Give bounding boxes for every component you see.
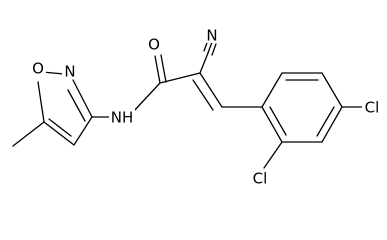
bond-c4-c5-ring-inner bbox=[48, 118, 72, 137]
bond-carbonyl-o bbox=[154, 55, 161, 84]
bond-calpha-cbeta bbox=[199, 72, 223, 108]
bond-c6-c1-inner bbox=[269, 106, 287, 136]
bond-c1-c2 bbox=[261, 72, 283, 108]
bond-c4-c5-ring bbox=[43, 121, 75, 146]
svg-text:O: O bbox=[148, 36, 160, 54]
bond-carbonyl-calpha bbox=[159, 72, 201, 84]
svg-text:NH: NH bbox=[111, 109, 134, 127]
molecule-structure: N O O N NH Cl Cl bbox=[12, 26, 382, 188]
bond-c3-c4-ring bbox=[73, 116, 93, 146]
svg-text:Cl: Cl bbox=[253, 170, 268, 188]
molecule-canvas: N O O N NH Cl Cl bbox=[12, 26, 382, 188]
bond-c5-methyl bbox=[12, 121, 45, 147]
bond-nh-carbonyl-c bbox=[132, 82, 161, 113]
bond-nitrile-triple-c bbox=[211, 43, 217, 56]
bond-c4-c5 bbox=[321, 106, 343, 143]
svg-text:Cl: Cl bbox=[365, 99, 380, 117]
atom-carbonyl-o: O bbox=[146, 36, 162, 54]
atom-cl-ortho: Cl bbox=[250, 170, 270, 188]
bond-n-c3-ring bbox=[72, 79, 93, 118]
atom-ring-o: O bbox=[30, 60, 46, 78]
atom-amide-nh: NH bbox=[109, 109, 135, 127]
bond-calpha-cbeta-double bbox=[192, 79, 214, 111]
svg-text:N: N bbox=[64, 63, 75, 81]
bond-c4-c5-inner bbox=[316, 106, 335, 137]
bond-carbonyl-o-double bbox=[160, 54, 167, 83]
svg-text:O: O bbox=[32, 60, 44, 78]
bond-c6-c1 bbox=[261, 106, 283, 143]
bond-nitrile-triple-a bbox=[207, 41, 213, 54]
bond-c3-c4 bbox=[321, 72, 343, 108]
bond-c6-cl bbox=[263, 141, 283, 169]
svg-text:N: N bbox=[206, 27, 217, 45]
bond-n-c3-ring-inner bbox=[67, 89, 86, 122]
atom-nitrile-n: N bbox=[204, 27, 220, 45]
atom-ring-n: N bbox=[62, 63, 78, 81]
bond-c5-o-ring bbox=[37, 81, 45, 123]
bond-calpha-cnitrile bbox=[199, 52, 209, 74]
atom-cl-para: Cl bbox=[362, 99, 382, 117]
